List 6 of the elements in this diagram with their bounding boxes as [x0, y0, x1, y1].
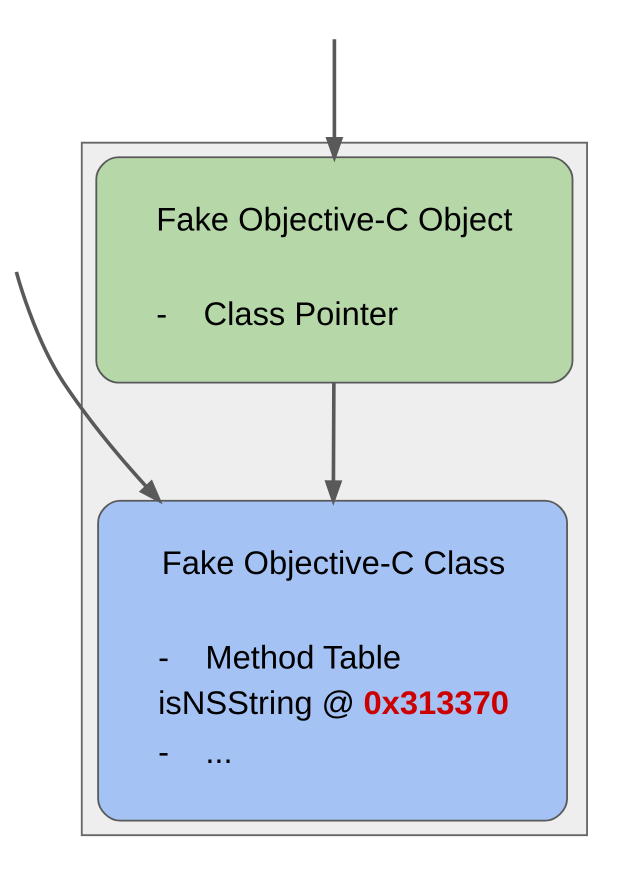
arrow	[324, 382, 342, 506]
arrow	[325, 38, 344, 162]
cluster	[80, 141, 588, 836]
arrow	[14, 270, 163, 504]
node-box: Fake Objective-C Object - Class Pointer	[95, 156, 574, 384]
node-box: Fake Objective-C Class - Method Table isNSString @ 0x313370 - ...	[97, 499, 568, 822]
